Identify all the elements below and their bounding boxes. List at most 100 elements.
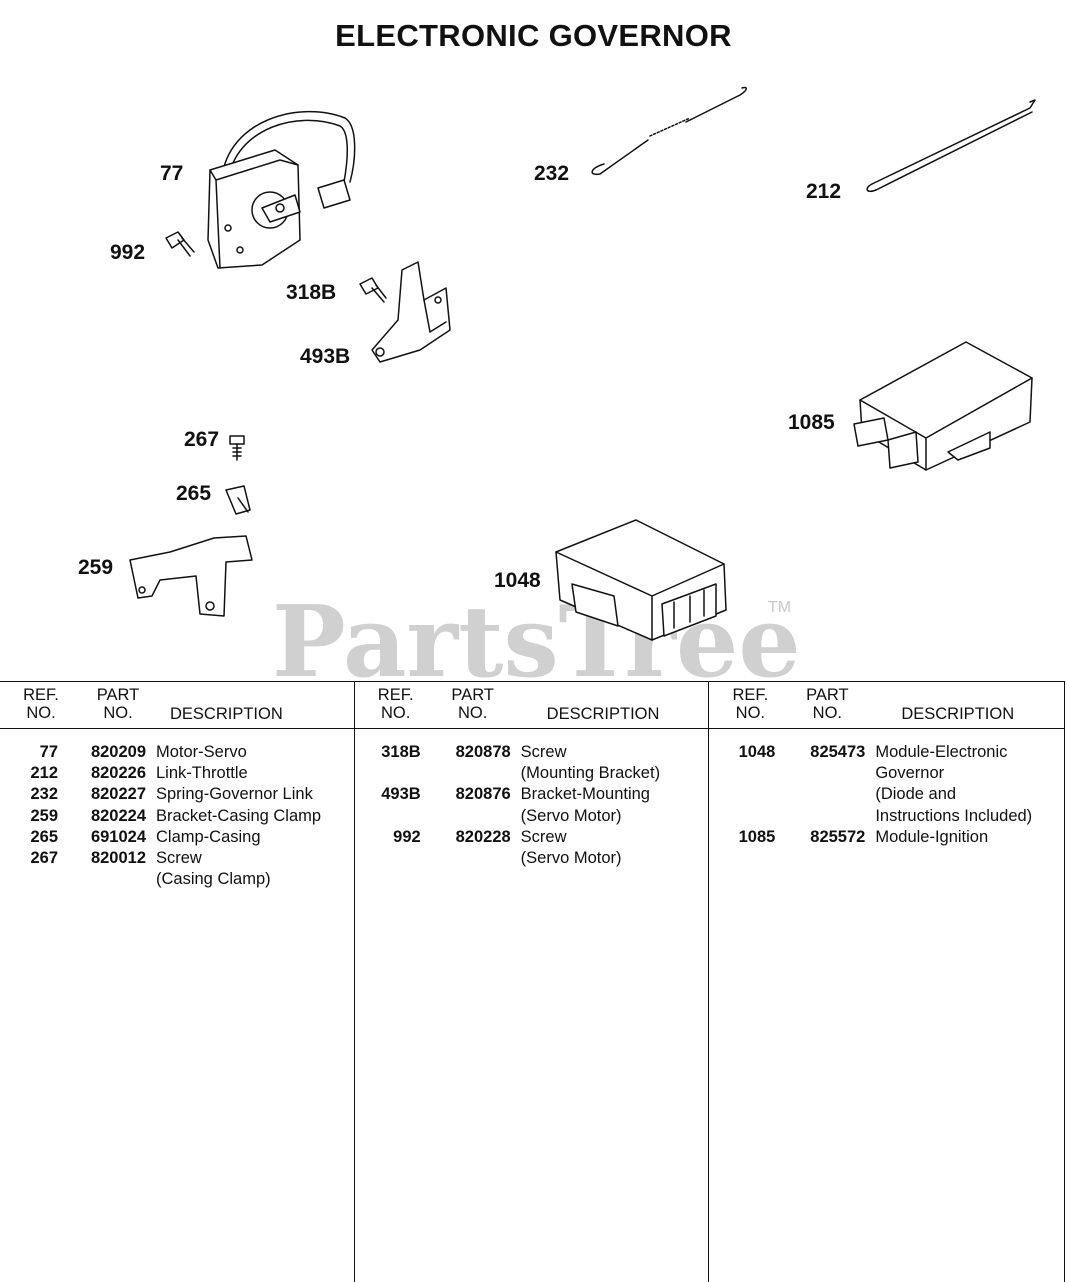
part-number: 820227: [90, 785, 146, 804]
ref-number: 992: [393, 827, 421, 846]
description-line: Governor: [875, 764, 945, 783]
description-line: Link-Throttle: [156, 764, 248, 783]
description-line: (Diode and: [875, 785, 957, 804]
table-row[interactable]: 318B 820878 Screw (Mounting Bracket): [355, 742, 709, 784]
part-description: Module-Ignition: [865, 827, 1064, 848]
callout-318b: 318B: [286, 281, 336, 304]
part-number: 820228: [455, 827, 511, 846]
ref-number: 267: [30, 849, 58, 868]
description-line: (Servo Motor): [520, 806, 622, 825]
table-row[interactable]: 1085 825572 Module-Ignition: [709, 827, 1064, 848]
part-description: Link-Throttle: [146, 763, 354, 784]
mounting-bracket-part[interactable]: [371, 261, 451, 363]
ref-number: 212: [30, 764, 58, 783]
electronic-governor-module-part[interactable]: [555, 519, 727, 641]
callout-992: 992: [110, 241, 145, 264]
description-line: Screw: [520, 827, 567, 846]
description-line: (Mounting Bracket): [520, 764, 661, 783]
ignition-module-part[interactable]: [853, 341, 1033, 471]
watermark-trademark: TM: [768, 599, 791, 616]
part-number: 820876: [455, 785, 511, 804]
throttle-link-part[interactable]: [866, 99, 1036, 193]
screw-318b-part[interactable]: [359, 277, 387, 303]
description-line: (Servo Motor): [520, 849, 622, 868]
description-line: Module-Electronic: [875, 743, 1008, 761]
servo-motor-part[interactable]: [207, 110, 356, 269]
table-row[interactable]: 212 820226 Link-Throttle: [0, 763, 354, 784]
description-line: Screw: [156, 849, 202, 868]
part-number: 825572: [810, 827, 866, 846]
table-row[interactable]: 267 820012 Screw (Casing Clamp): [0, 848, 354, 890]
ref-number: 1048: [738, 743, 776, 761]
casing-clamp-bracket-part[interactable]: [129, 535, 253, 617]
ref-number: 265: [30, 827, 58, 846]
ref-header: REF.NO.: [23, 686, 59, 722]
callout-1085: 1085: [788, 411, 835, 434]
ref-number: 77: [39, 743, 58, 761]
parts-rows: 77 820209 Motor-Servo 212 820226 Link-Throttl…: [0, 742, 354, 890]
part-description: Motor-Servo: [146, 742, 354, 763]
parts-diagram: PartsTree TM 77 992 318B 493B: [78, 86, 1036, 681]
part-number: 820226: [90, 764, 146, 783]
screw-267-part[interactable]: [229, 435, 245, 461]
ref-number: 318B: [381, 743, 421, 761]
screw-992-part[interactable]: [165, 231, 195, 257]
description-line: Screw: [520, 743, 567, 761]
description-header: DESCRIPTION: [546, 705, 660, 723]
part-number: 820224: [90, 806, 146, 825]
callout-77: 77: [160, 162, 183, 185]
description-line: Motor-Servo: [156, 743, 247, 761]
table-row[interactable]: 493B 820876 Bracket-Mounting (Servo Motor): [355, 784, 709, 826]
casing-clamp-part[interactable]: [225, 485, 251, 515]
page-title: ELECTRONIC GOVERNOR: [335, 18, 732, 53]
callout-265: 265: [176, 482, 211, 505]
part-number: 820012: [90, 849, 146, 868]
table-row[interactable]: 232 820227 Spring-Governor Link: [0, 784, 354, 805]
part-number: 820209: [90, 743, 146, 761]
part-number: 825473: [810, 743, 866, 761]
callout-259: 259: [78, 556, 113, 579]
description-line: (Casing Clamp): [156, 870, 271, 889]
description-header: DESCRIPTION: [901, 705, 1015, 723]
description-line: Instructions Included): [875, 806, 1033, 825]
callout-212: 212: [806, 180, 841, 203]
callout-267: 267: [184, 428, 219, 451]
part-description: Screw (Servo Motor): [511, 827, 709, 869]
part-description: Spring-Governor Link: [146, 784, 354, 805]
description-header: DESCRIPTION: [170, 705, 283, 723]
ref-header: REF.NO.: [732, 686, 769, 722]
ref-number: 1085: [738, 827, 776, 846]
ref-header: REF.NO.: [377, 686, 414, 722]
table-row[interactable]: 992 820228 Screw (Servo Motor): [355, 827, 709, 869]
description-line: Bracket-Mounting: [520, 785, 650, 804]
callout-493b: 493B: [300, 345, 350, 368]
callout-232: 232: [534, 162, 569, 185]
callout-1048: 1048: [494, 569, 541, 592]
description-line: Module-Ignition: [875, 827, 989, 846]
part-number: 691024: [90, 827, 146, 846]
ref-number: 232: [30, 785, 58, 804]
part-number: 820878: [455, 743, 511, 761]
part-description: Clamp-Casing: [146, 827, 354, 848]
part-description: Screw (Casing Clamp): [146, 848, 354, 890]
governor-link-spring-part[interactable]: [591, 86, 747, 176]
description-line: Spring-Governor Link: [156, 785, 313, 804]
ref-number: 493B: [381, 785, 421, 804]
description-line: Bracket-Casing Clamp: [156, 806, 322, 825]
table-row[interactable]: 77 820209 Motor-Servo: [0, 742, 354, 763]
